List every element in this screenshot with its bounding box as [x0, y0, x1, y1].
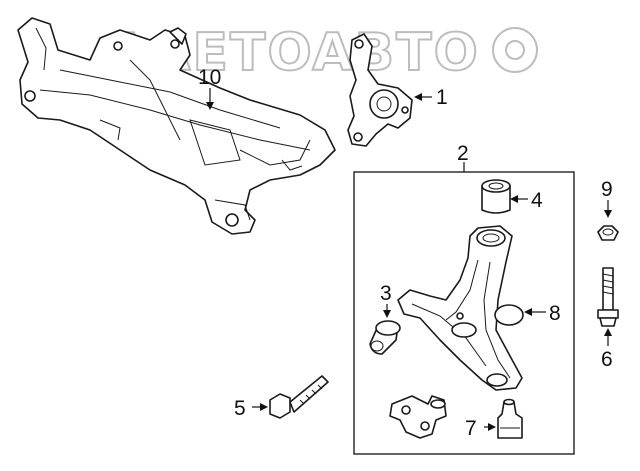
front-bushing — [369, 320, 401, 355]
leader-arrow-icon — [260, 403, 268, 411]
callout-4: 4 — [531, 189, 543, 212]
callout-7: 7 — [465, 417, 477, 440]
rear-bushing — [481, 179, 511, 214]
watermark-gear-icon — [492, 27, 538, 73]
callout-2: 2 — [457, 142, 469, 165]
callout-5: 5 — [234, 397, 246, 420]
callout-9: 9 — [601, 178, 613, 201]
leader-arrow-icon — [206, 102, 214, 110]
callout-6: 6 — [601, 348, 613, 371]
leader-arrow-icon — [383, 310, 391, 318]
callout-8: 8 — [549, 302, 561, 325]
leader-arrow-icon — [488, 423, 496, 431]
callout-10: 10 — [198, 66, 221, 89]
callout-3: 3 — [380, 282, 392, 305]
seal-ring — [494, 304, 524, 326]
leader-arrow-icon — [510, 195, 518, 203]
mounting-bolt — [269, 375, 329, 419]
leader-arrow-icon — [604, 210, 612, 218]
steering-knuckle — [347, 33, 413, 147]
bolt — [597, 267, 619, 327]
subframe-crossmember — [17, 17, 336, 235]
callout-labels: 10 1 2 4 9 3 8 6 5 7 — [198, 66, 613, 440]
ball-joint — [497, 398, 523, 439]
callout-1: 1 — [436, 86, 448, 109]
washer — [597, 225, 619, 241]
leader-arrow-icon — [524, 308, 532, 316]
ball-joint-assembly — [389, 395, 447, 439]
leader-arrow-icon — [604, 328, 612, 336]
leaders — [206, 88, 612, 431]
lower-control-arm — [397, 225, 523, 391]
leader-arrow-icon — [414, 93, 422, 101]
